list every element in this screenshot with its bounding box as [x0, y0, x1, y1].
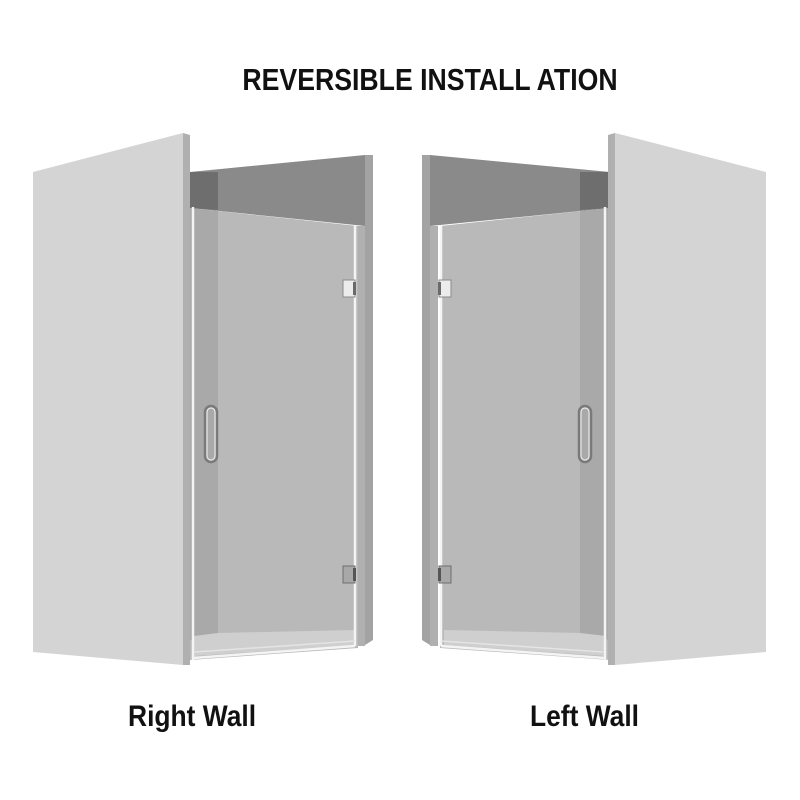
right-wall-unit: [33, 133, 373, 665]
hinge-icon: [438, 565, 452, 584]
wall-edge: [608, 133, 615, 665]
door-handle-icon: [577, 404, 593, 464]
right-pillar: [365, 155, 373, 645]
interior-side-wall: [580, 208, 610, 640]
right-wall-label: Right Wall: [128, 700, 257, 733]
hinge-icon: [342, 565, 356, 584]
glass-panel: [190, 208, 358, 660]
back-wall-top: [190, 155, 365, 226]
left-wall-label: Left Wall: [530, 700, 640, 733]
glass-panel: [440, 208, 610, 660]
back-wall-top: [430, 155, 610, 226]
side-wall-corner: [190, 172, 218, 210]
front-wall: [33, 133, 183, 665]
hinge-icon: [342, 279, 356, 298]
door-handle-icon: [203, 404, 219, 464]
page-title: REVERSIBLE INSTALL ATION: [242, 62, 618, 97]
side-wall-corner: [580, 172, 610, 210]
left-pillar: [422, 155, 430, 645]
left-wall-unit: [422, 133, 766, 665]
front-wall: [615, 133, 766, 665]
wall-edge: [183, 133, 190, 665]
hinge-icon: [438, 279, 452, 298]
